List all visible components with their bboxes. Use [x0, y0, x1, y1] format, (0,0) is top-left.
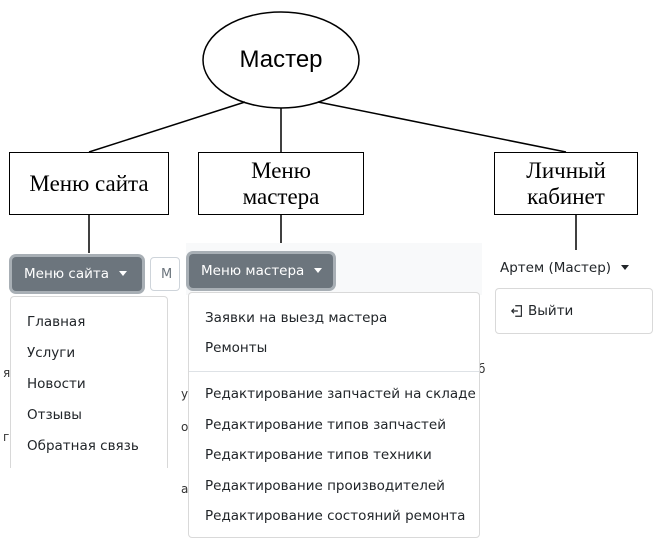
- search-input-fragment: М: [161, 266, 173, 282]
- bg-fragment: г: [3, 430, 10, 444]
- site-menu-button-label: Меню сайта: [24, 266, 110, 282]
- master-menu-item-requests[interactable]: Заявки на выезд мастера: [205, 310, 388, 326]
- node-cabinet-line-1: Личный: [526, 157, 606, 183]
- bg-fragment: у: [181, 387, 189, 401]
- bg-fragment: о: [181, 420, 189, 434]
- bg-fragment: б: [478, 362, 486, 376]
- master-menu-item-edit-repair-states[interactable]: Редактирование состояний ремонта: [205, 508, 466, 524]
- search-input[interactable]: М: [150, 257, 180, 291]
- caret-down-icon: [314, 267, 323, 273]
- master-menu-item-repairs[interactable]: Ремонты: [205, 340, 268, 356]
- node-personal-cabinet: Личный кабинет: [494, 152, 638, 215]
- master-menu-button-label: Меню мастера: [201, 263, 305, 279]
- node-site-line-1: Меню сайта: [29, 170, 149, 196]
- cabinet-dropdown: Выйти: [495, 288, 653, 334]
- site-menu-button[interactable]: Меню сайта: [12, 257, 142, 291]
- site-menu-item-reviews[interactable]: Отзывы: [27, 407, 82, 423]
- site-menu-item-home[interactable]: Главная: [27, 314, 86, 330]
- master-menu-button[interactable]: Меню мастера: [189, 254, 333, 288]
- site-menu-item-news[interactable]: Новости: [27, 376, 86, 392]
- bg-fragment: я: [3, 366, 11, 380]
- connector-root-cabinet: [317, 101, 567, 153]
- sign-out-icon: [510, 305, 522, 317]
- root-label: Мастер: [239, 46, 323, 73]
- caret-down-icon: [119, 270, 128, 276]
- node-master-menu: Меню мастера: [198, 152, 364, 215]
- master-menu-item-edit-equipment-types[interactable]: Редактирование типов техники: [205, 447, 432, 463]
- node-master-line-2: мастера: [242, 183, 320, 209]
- user-menu-toggle[interactable]: Артем (Мастер): [500, 257, 630, 279]
- logout-button[interactable]: Выйти: [510, 289, 573, 333]
- caret-down-icon: [621, 264, 630, 270]
- node-master-line-1: Меню: [251, 157, 311, 183]
- master-menu-item-edit-part-types[interactable]: Редактирование типов запчастей: [205, 417, 446, 433]
- connector-root-site: [88, 101, 246, 153]
- node-cabinet-line-2: кабинет: [527, 183, 605, 209]
- master-menu-dropdown: Заявки на выезд мастера Ремонты Редактир…: [188, 292, 480, 538]
- logout-label: Выйти: [528, 303, 574, 319]
- master-menu-item-edit-manufacturers[interactable]: Редактирование производителей: [205, 478, 445, 494]
- site-menu-item-services[interactable]: Услуги: [27, 345, 76, 361]
- master-menu-item-edit-stock-parts[interactable]: Редактирование запчастей на складе: [205, 386, 476, 402]
- user-name-label: Артем (Мастер): [500, 260, 612, 276]
- site-menu-item-feedback[interactable]: Обратная связь: [27, 438, 139, 454]
- node-site-menu: Меню сайта: [9, 152, 169, 215]
- bg-fragment: а: [181, 482, 189, 496]
- site-menu-dropdown: Главная Услуги Новости Отзывы Обратная с…: [10, 296, 168, 468]
- master-menu-divider: [189, 371, 479, 372]
